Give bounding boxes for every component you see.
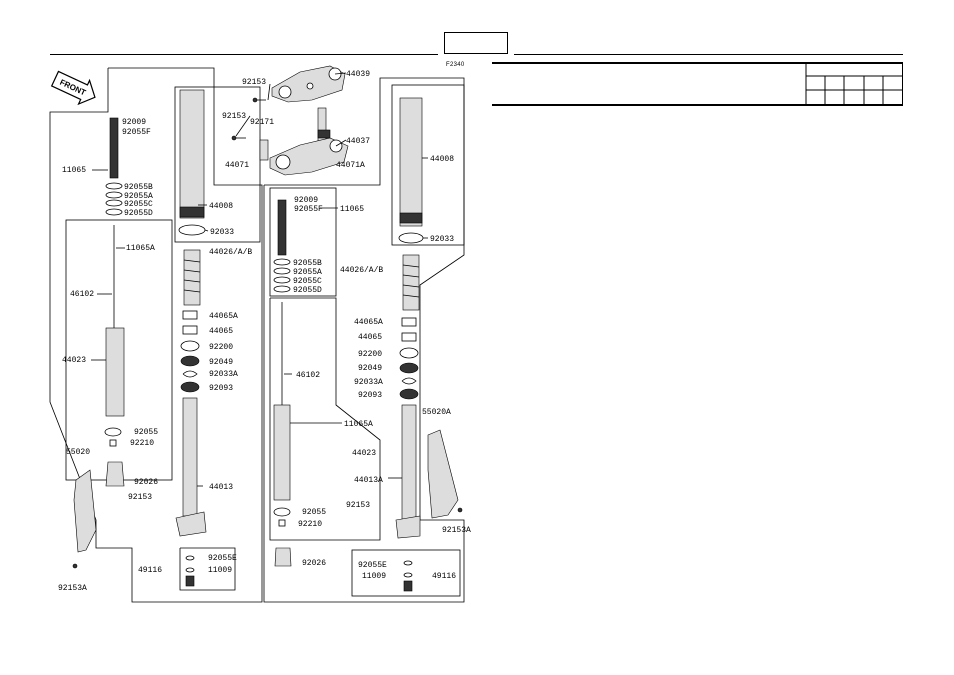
label-92026: 92026 xyxy=(302,559,326,568)
right-spring xyxy=(402,254,420,311)
label-92026: 92026 xyxy=(134,478,158,487)
right-inner-tube xyxy=(401,404,417,521)
label-92210: 92210 xyxy=(298,520,322,529)
label-92055: 92055 xyxy=(302,508,326,517)
label-11065a: 11065A xyxy=(126,244,155,253)
label-92033a: 92033A xyxy=(209,370,238,379)
parts-info-table xyxy=(492,62,903,106)
label-92153: 92153 xyxy=(242,78,266,87)
label-92055c: 92055C xyxy=(293,277,322,286)
label-44023: 44023 xyxy=(352,449,376,458)
left-outer-tube xyxy=(179,89,205,219)
label-92171: 92171 xyxy=(250,118,274,127)
label-92200: 92200 xyxy=(358,350,382,359)
lower-triple-clamp xyxy=(269,107,349,176)
label-92033a: 92033A xyxy=(354,378,383,387)
label-92055b: 92055B xyxy=(124,183,153,192)
right-cap-box xyxy=(391,84,465,246)
label-92055a: 92055A xyxy=(124,192,153,201)
label-49116: 49116 xyxy=(432,572,456,581)
right-fork-guard xyxy=(427,429,459,519)
label-92093: 92093 xyxy=(358,391,382,400)
label-92153a: 92153A xyxy=(442,526,471,535)
left-spring xyxy=(183,249,201,306)
right-cartridge-box xyxy=(269,297,381,541)
label-44039: 44039 xyxy=(346,70,370,79)
diagram-code: F2340 xyxy=(446,62,465,68)
label-44026: 44026/A/B xyxy=(340,266,383,275)
left-inner-tube xyxy=(182,397,198,517)
label-92055f: 92055F xyxy=(294,205,323,214)
label-46102: 46102 xyxy=(70,290,94,299)
label-92055b: 92055B xyxy=(293,259,322,268)
label-92055e: 92055E xyxy=(358,561,387,570)
label-49116: 49116 xyxy=(138,566,162,575)
label-92153: 92153 xyxy=(346,501,370,510)
right-lower-box xyxy=(351,549,461,597)
label-11009: 11009 xyxy=(362,572,386,581)
label-92210: 92210 xyxy=(130,439,154,448)
label-92049: 92049 xyxy=(358,364,382,373)
label-92055e: 92055E xyxy=(208,554,237,563)
label-44065: 44065 xyxy=(209,327,233,336)
label-92153: 92153 xyxy=(222,112,246,121)
label-44065: 44065 xyxy=(358,333,382,342)
label-92153a: 92153A xyxy=(58,584,87,593)
label-92200: 92200 xyxy=(209,343,233,352)
label-92055c: 92055C xyxy=(124,200,153,209)
label-92055d: 92055D xyxy=(293,286,322,295)
label-92093: 92093 xyxy=(209,384,233,393)
left-fork-guard xyxy=(73,469,97,553)
left-lower-box xyxy=(179,547,236,591)
label-44026: 44026/A/B xyxy=(209,248,252,257)
label-92009: 92009 xyxy=(122,118,146,127)
label-44023: 44023 xyxy=(62,356,86,365)
label-92055a: 92055A xyxy=(293,268,322,277)
label-55020a: 55020A xyxy=(422,408,451,417)
label-44071a: 44071A xyxy=(336,161,365,170)
label-92009: 92009 xyxy=(294,196,318,205)
left-assembly-outline xyxy=(49,67,263,603)
label-44013: 44013 xyxy=(209,483,233,492)
label-44008: 44008 xyxy=(209,202,233,211)
label-11065: 11065 xyxy=(62,166,86,175)
right-cartridge-box-top xyxy=(269,187,337,297)
label-46102: 46102 xyxy=(296,371,320,380)
label-44037: 44037 xyxy=(346,137,370,146)
header-rule-left xyxy=(50,54,438,55)
label-92049: 92049 xyxy=(209,358,233,367)
label-11065: 11065 xyxy=(340,205,364,214)
left-cap-box xyxy=(174,86,261,243)
label-55020: 55020 xyxy=(66,448,90,457)
right-outer-tube xyxy=(399,97,423,227)
label-44071: 44071 xyxy=(225,161,249,170)
front-arrow-icon: FRONT xyxy=(50,70,96,106)
label-44065a: 44065A xyxy=(209,312,238,321)
label-92153: 92153 xyxy=(128,493,152,502)
label-92033: 92033 xyxy=(210,228,234,237)
label-11065a: 11065A xyxy=(344,420,373,429)
label-92055: 92055 xyxy=(134,428,158,437)
label-11009: 11009 xyxy=(208,566,232,575)
right-assembly-outline xyxy=(263,77,465,603)
upper-triple-clamp xyxy=(271,65,346,103)
right-cartridge-body xyxy=(273,404,291,501)
label-44008: 44008 xyxy=(430,155,454,164)
label-44013a: 44013A xyxy=(354,476,383,485)
label-92055f: 92055F xyxy=(122,128,151,137)
page-number-box xyxy=(444,32,508,54)
left-cartridge-body xyxy=(105,327,125,417)
label-92033: 92033 xyxy=(430,235,454,244)
label-92055d: 92055D xyxy=(124,209,153,218)
header-rule-right xyxy=(514,54,903,55)
label-44065a: 44065A xyxy=(354,318,383,327)
